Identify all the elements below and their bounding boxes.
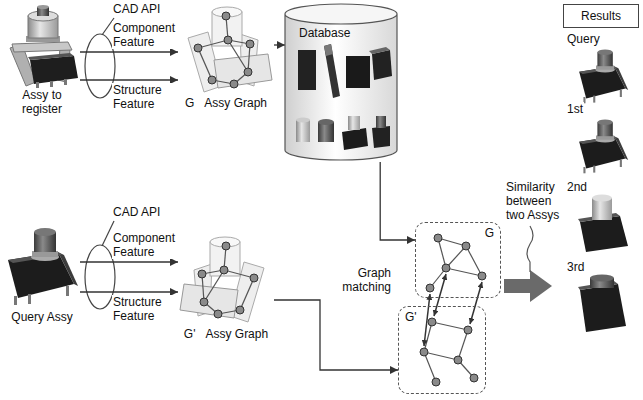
graph-matching-figure [420, 234, 486, 386]
database-contents [372, 50, 392, 80]
edge-label: Component Feature [112, 21, 176, 49]
cad-api-ellipse [85, 34, 115, 98]
assy-graph-image [180, 237, 264, 322]
assy-graph: G Assy Graph [178, 4, 274, 110]
database-contents [285, 4, 397, 160]
result-thumbnail [580, 284, 626, 332]
cad-api-ellipse [85, 245, 115, 309]
graph-matching-figure [426, 284, 434, 292]
edge-label: Structure Feature [112, 295, 176, 323]
assy-graph-image [180, 7, 272, 322]
process-label: Graph matching [332, 266, 392, 294]
node-text: Assy to register [4, 88, 80, 116]
graph-matching-figure [432, 322, 468, 330]
callout-label: Similarity between two Assys [505, 180, 571, 222]
result-arrow [504, 270, 552, 302]
database-contents [296, 120, 310, 142]
results-box: Results [563, 4, 639, 28]
connector-arrow [80, 261, 178, 262]
node-text: Results [566, 9, 636, 23]
callout-label: CAD API [112, 2, 161, 16]
database-contents [296, 118, 310, 123]
result-thumbnail [580, 216, 628, 252]
graph-matching-figure [424, 274, 482, 346]
rank-label: Query [566, 32, 601, 46]
result-thumbnail [592, 195, 612, 202]
callout-label: CAD API [112, 205, 161, 219]
connector-arrow [80, 79, 178, 80]
connector-arrow [380, 162, 415, 240]
graph-matching-figure [424, 352, 436, 382]
graph-matching-figure [420, 348, 428, 356]
node-text: Query Assy [4, 310, 80, 324]
database-contents [324, 44, 340, 98]
database-contents [372, 126, 390, 148]
graph-matching-figure [462, 242, 470, 250]
node-text: Assy Graph [205, 327, 268, 341]
assy-model [8, 228, 78, 305]
database-contents [318, 119, 334, 125]
connector-arrow [80, 51, 178, 52]
edge-label: Structure Feature [112, 83, 176, 111]
graph-matching-figure [424, 238, 482, 382]
node-text: G' [184, 327, 196, 341]
assy-model [10, 5, 78, 88]
graph-matching-figure [458, 330, 468, 360]
database-contents [285, 4, 397, 160]
rank-label: 2nd [566, 180, 588, 194]
connector-arrow [80, 291, 178, 292]
node-text: Database [299, 26, 397, 40]
assy-picture: Assy to register [4, 4, 80, 116]
graph-matching-figure [442, 264, 450, 272]
result-arrow [504, 226, 552, 302]
result-thumbnail [590, 275, 614, 282]
database-contents [376, 116, 386, 128]
graph-matching-figure [420, 234, 486, 386]
graph-matching-figure [432, 378, 440, 386]
graph-matching-figure [424, 352, 458, 360]
database-contents [342, 128, 368, 150]
graph-box: G' [398, 306, 486, 394]
database-contents [348, 116, 360, 130]
graph-matching-figure [470, 374, 478, 382]
assy-picture: Query Assy [4, 225, 80, 324]
edge-label: Component Feature [112, 231, 176, 259]
graph-matching-figure [446, 268, 482, 276]
assy-graph-image [188, 7, 272, 92]
assy-model [8, 5, 78, 305]
graph-matching-figure [466, 246, 482, 276]
graph-box: G [415, 222, 501, 298]
graph-matching-figure [428, 318, 436, 326]
graph-matching-figure [470, 282, 482, 324]
graph-matching-figure [464, 326, 472, 334]
database-contents [324, 44, 333, 56]
result-thumbnail [579, 119, 628, 173]
connector-arrow [274, 44, 285, 45]
result-arrow [527, 226, 533, 272]
database-outline [285, 4, 397, 160]
graph-matching-figure [438, 238, 446, 268]
database-contents [346, 56, 370, 88]
connector-arrow [274, 300, 398, 370]
database-contents [298, 50, 316, 90]
node-text: G [185, 96, 194, 110]
cad-api-ellipse [85, 18, 115, 309]
node-text: G' [405, 310, 479, 324]
assy-graph: G' Assy Graph [178, 232, 274, 341]
result-thumbnail [579, 49, 628, 103]
assy-graph-image [180, 237, 264, 322]
graph-matching-figure [434, 234, 442, 242]
graph-matching-figure [454, 356, 462, 364]
database-contents [369, 47, 390, 54]
node-text: G [422, 226, 494, 240]
node-text: Assy Graph [204, 96, 267, 110]
database-cylinder: Database [285, 4, 397, 162]
graph-matching-figure [478, 272, 486, 280]
rank-label: 3rd [566, 260, 585, 274]
rank-label: 1st [566, 102, 584, 116]
graph-matching-figure [434, 274, 446, 316]
